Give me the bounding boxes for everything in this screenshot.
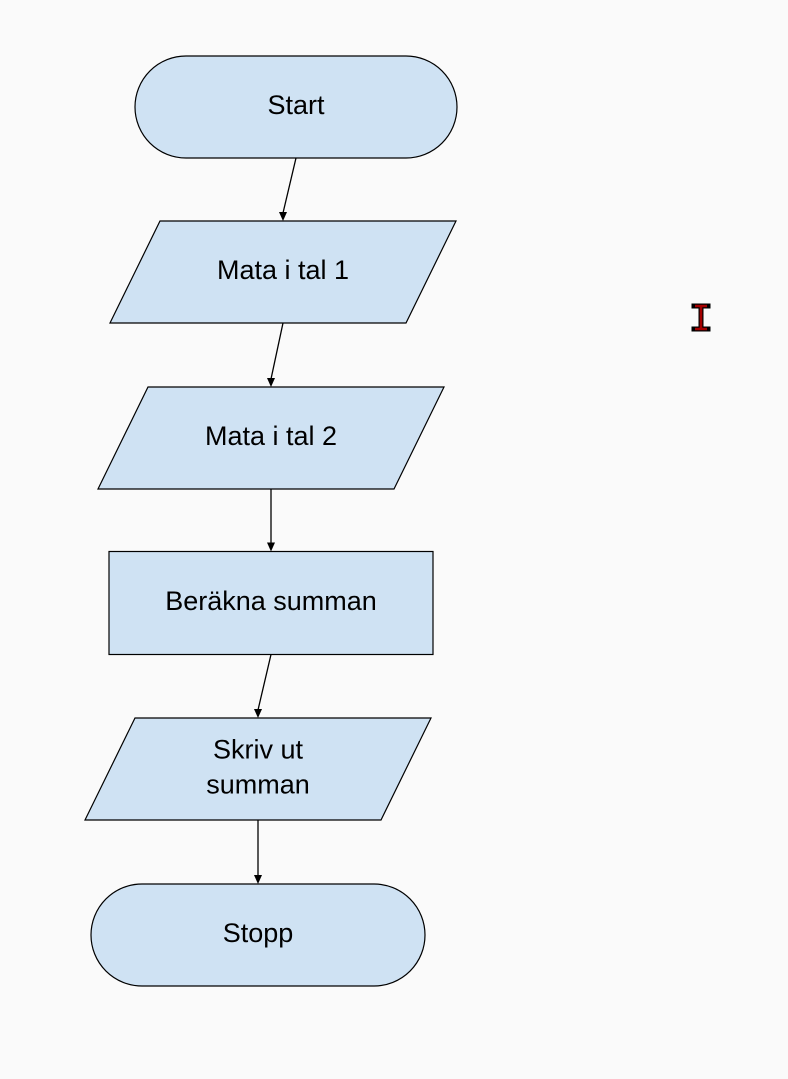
connector-input2-to-calc [267, 489, 275, 552]
text-cursor-icon [691, 303, 711, 332]
node-input1[interactable]: Mata i tal 1 [109, 220, 457, 324]
node-stop[interactable]: Stopp [90, 883, 426, 987]
node-label: Stopp [223, 918, 294, 948]
arrowhead-icon [254, 875, 262, 884]
connector-line [282, 157, 297, 214]
connector-start-to-input1 [279, 157, 297, 221]
arrowhead-icon [254, 709, 262, 718]
connector-line [257, 654, 272, 711]
node-label: Beräkna summan [165, 586, 377, 616]
node-label: Mata i tal 1 [217, 255, 349, 285]
node-calc[interactable]: Beräkna summan [108, 550, 434, 656]
terminal-shape [90, 883, 426, 987]
node-start[interactable]: Start [134, 55, 458, 159]
node-label: summan [206, 770, 310, 800]
node-input2[interactable]: Mata i tal 2 [97, 386, 445, 490]
process-shape [108, 550, 434, 656]
io-parallelogram-shape [109, 220, 457, 324]
node-output[interactable]: Skriv ut summan [84, 717, 432, 821]
connector-input1-to-input2 [267, 322, 284, 387]
connector-line [270, 322, 284, 380]
terminal-shape [134, 55, 458, 159]
node-label: Start [267, 90, 325, 120]
io-parallelogram-shape [84, 717, 432, 821]
node-label: Mata i tal 2 [205, 421, 337, 451]
arrowhead-icon [267, 378, 275, 387]
connector-calc-to-output [254, 654, 272, 718]
io-parallelogram-shape [97, 386, 445, 490]
connector-output-to-stop [254, 820, 262, 884]
arrowhead-icon [279, 212, 287, 221]
arrowhead-icon [267, 542, 275, 552]
node-label: Skriv ut [213, 735, 304, 765]
